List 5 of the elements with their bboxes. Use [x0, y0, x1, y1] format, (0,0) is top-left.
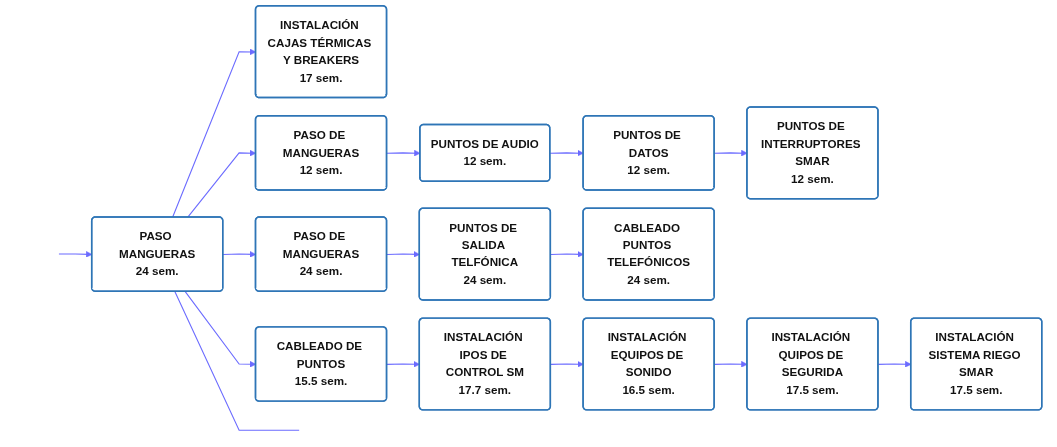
arrow [386, 361, 420, 368]
arrow [550, 251, 584, 258]
arrow [386, 251, 420, 258]
arrow [549, 149, 584, 157]
arrow [550, 361, 584, 368]
